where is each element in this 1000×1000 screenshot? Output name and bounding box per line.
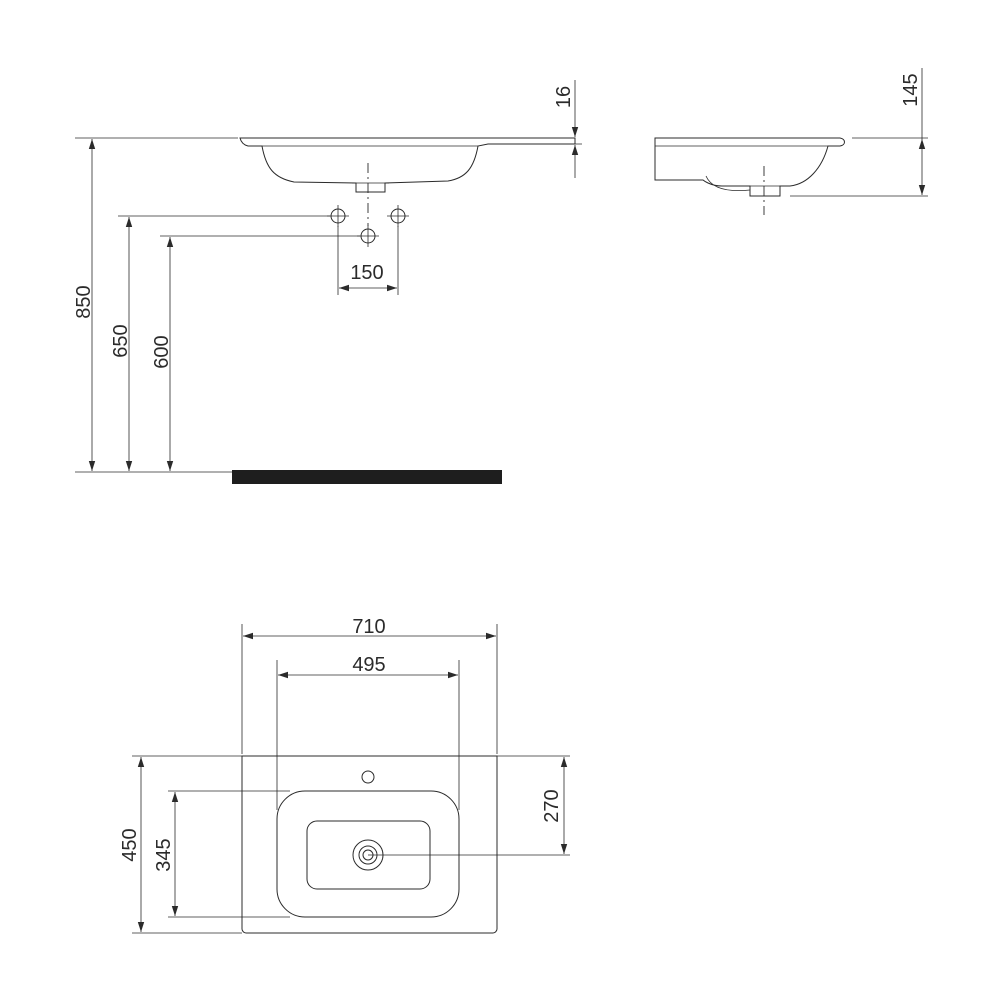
front-basin-outline [239, 137, 576, 193]
dim-overall-depth: 450 [119, 757, 145, 932]
side-basin-outline [654, 137, 845, 197]
top-outer-outline [241, 755, 498, 934]
dim-overall-height-label: 850 [73, 285, 95, 318]
dim-pipe-lower-height: 600 [151, 237, 174, 471]
dim-overall-depth-label: 450 [119, 828, 141, 861]
dim-overall-width-label: 710 [352, 616, 385, 638]
top-bowl-outline [276, 790, 460, 918]
dim-bowl-width-label: 495 [352, 654, 385, 676]
pipe-connection-left [327, 205, 349, 227]
dim-pipe-upper-height: 650 [110, 217, 133, 471]
dim-side-depth: 145 [900, 68, 926, 195]
dim-bowl-width: 495 [278, 654, 458, 679]
dim-rim-thickness-label: 16 [553, 86, 575, 108]
pipe-connection-right [387, 205, 409, 227]
side-view: 145 [654, 68, 928, 215]
dim-pipe-upper-height-label: 650 [110, 324, 132, 357]
dim-bowl-depth: 345 [153, 792, 179, 916]
dim-bowl-depth-label: 345 [153, 838, 175, 871]
dim-side-depth-label: 145 [900, 73, 922, 106]
dim-overall-width: 710 [243, 616, 496, 640]
dim-overall-height: 850 [73, 139, 96, 471]
dim-pipe-spacing-label: 150 [350, 262, 383, 284]
tap-hole [361, 770, 375, 784]
floor-line [232, 470, 502, 484]
dim-drain-offset-label: 270 [541, 789, 563, 822]
dim-pipe-lower-height-label: 600 [151, 335, 173, 368]
dim-drain-offset: 270 [541, 757, 568, 854]
dim-rim-thickness: 16 [553, 80, 579, 178]
front-view: 850 650 600 150 16 [73, 80, 582, 484]
dim-pipe-spacing: 150 [337, 226, 399, 295]
pipe-connection-drain [357, 225, 379, 247]
top-view: 710 495 450 345 270 [119, 616, 570, 934]
